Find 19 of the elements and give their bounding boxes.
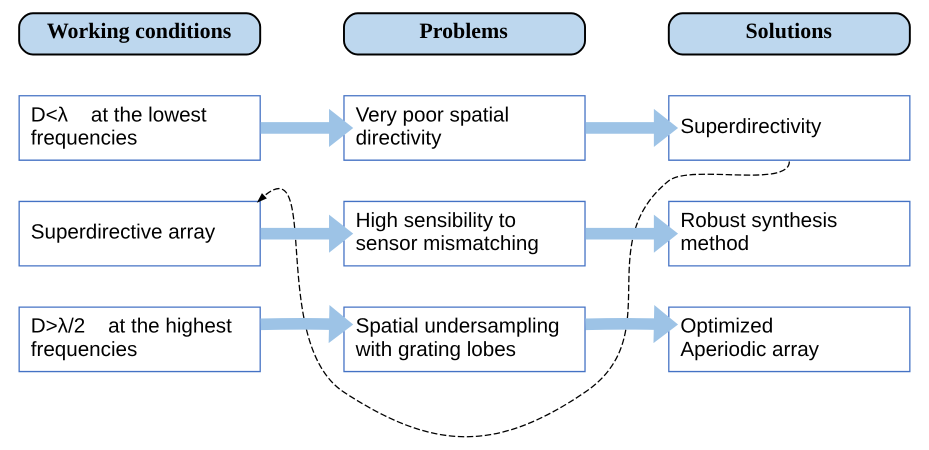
arrow bbox=[260, 305, 354, 344]
arrow bbox=[260, 108, 354, 147]
arrow bbox=[585, 214, 678, 253]
arrow bbox=[256, 161, 790, 438]
arrow bbox=[260, 214, 354, 253]
node-box: Spatial undersampling with grating lobes bbox=[343, 306, 586, 372]
arrow bbox=[585, 108, 678, 147]
node-box: Working conditions bbox=[18, 12, 262, 56]
node-box: Robust synthesis method bbox=[668, 200, 910, 266]
node-box: D>λ/2 at the highest frequencies bbox=[18, 306, 261, 372]
node-box: Optimized Aperiodic array bbox=[668, 306, 910, 372]
node-box: D<λ at the lowest frequencies bbox=[18, 95, 261, 161]
node-box: Superdirective array bbox=[18, 200, 261, 266]
node-box: Superdirectivity bbox=[668, 95, 910, 161]
arrow bbox=[585, 305, 678, 344]
node-box: Problems bbox=[343, 12, 586, 56]
node-box: Solutions bbox=[668, 12, 911, 56]
node-box: High sensibility to sensor mismatching bbox=[343, 200, 586, 266]
node-box: Very poor spatial directivity bbox=[343, 95, 586, 161]
